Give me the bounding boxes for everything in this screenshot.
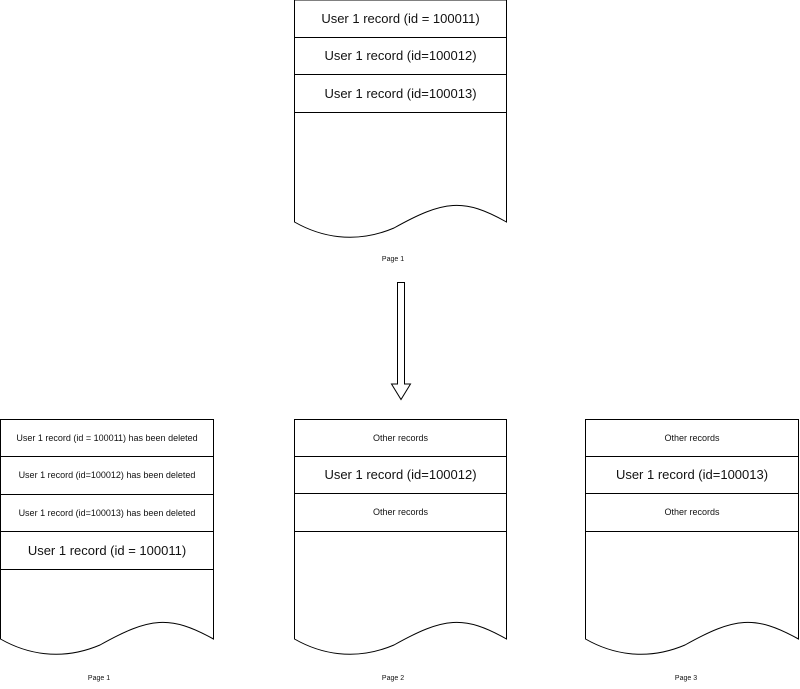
- down-arrow-icon: [390, 282, 412, 401]
- top-page-document: User 1 record (id = 100011) User 1 recor…: [294, 0, 507, 240]
- record-row: User 1 record (id=100012): [324, 467, 477, 482]
- other-records-row: Other records: [372, 432, 429, 443]
- bottom-page-2-document: Other records User 1 record (id=100012) …: [294, 419, 507, 659]
- record-row: User 1 record (id = 100011): [321, 11, 480, 26]
- page-caption: Page 3: [674, 675, 698, 682]
- deleted-record-row: User 1 record (id=100012) has been delet…: [18, 470, 196, 480]
- document-shape: [294, 0, 507, 238]
- document-shape: [585, 419, 799, 655]
- other-records-row: Other records: [664, 507, 720, 517]
- page-caption: Page 1: [381, 256, 405, 263]
- page-caption: Page 1: [87, 675, 111, 682]
- record-row: User 1 record (id=100013): [615, 467, 769, 482]
- other-records-row: Other records: [664, 432, 720, 443]
- document-shape: [0, 419, 214, 655]
- page-caption: Page 2: [381, 675, 405, 682]
- record-row: User 1 record (id = 100011): [27, 542, 187, 558]
- record-row: User 1 record (id=100012): [324, 48, 477, 63]
- record-row: User 1 record (id=100013): [324, 85, 477, 101]
- other-records-row: Other records: [372, 507, 429, 517]
- deleted-record-row: User 1 record (id = 100011) has been del…: [16, 432, 198, 443]
- bottom-page-3-document: Other records User 1 record (id=100013) …: [585, 419, 799, 659]
- document-shape: [294, 419, 507, 655]
- bottom-page-1-document: User 1 record (id = 100011) has been del…: [0, 419, 214, 659]
- deleted-record-row: User 1 record (id=100013) has been delet…: [18, 507, 196, 518]
